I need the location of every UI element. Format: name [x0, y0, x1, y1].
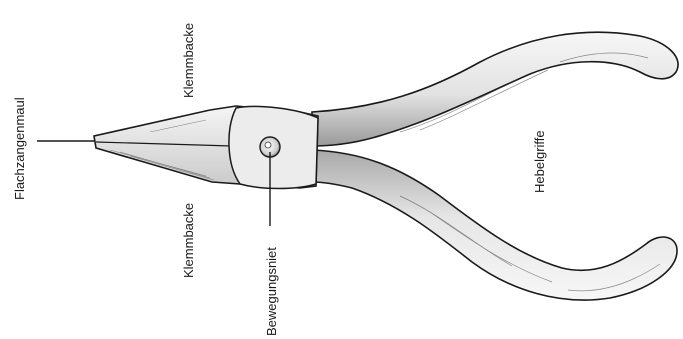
- label-hebelgriffe: Hebelgriffe: [532, 130, 547, 193]
- label-bewegungsniet: Bewegungsniet: [264, 247, 279, 336]
- lower-handle-grip: [312, 150, 677, 300]
- label-klemmbacke-top: Klemmbacke: [181, 23, 196, 98]
- pivot-rivet-center: [265, 142, 271, 148]
- upper-handle-grip: [312, 32, 678, 146]
- label-klemmbacke-bottom: Klemmbacke: [181, 203, 196, 278]
- label-flachzangenmaul: Flachzangenmaul: [12, 97, 27, 200]
